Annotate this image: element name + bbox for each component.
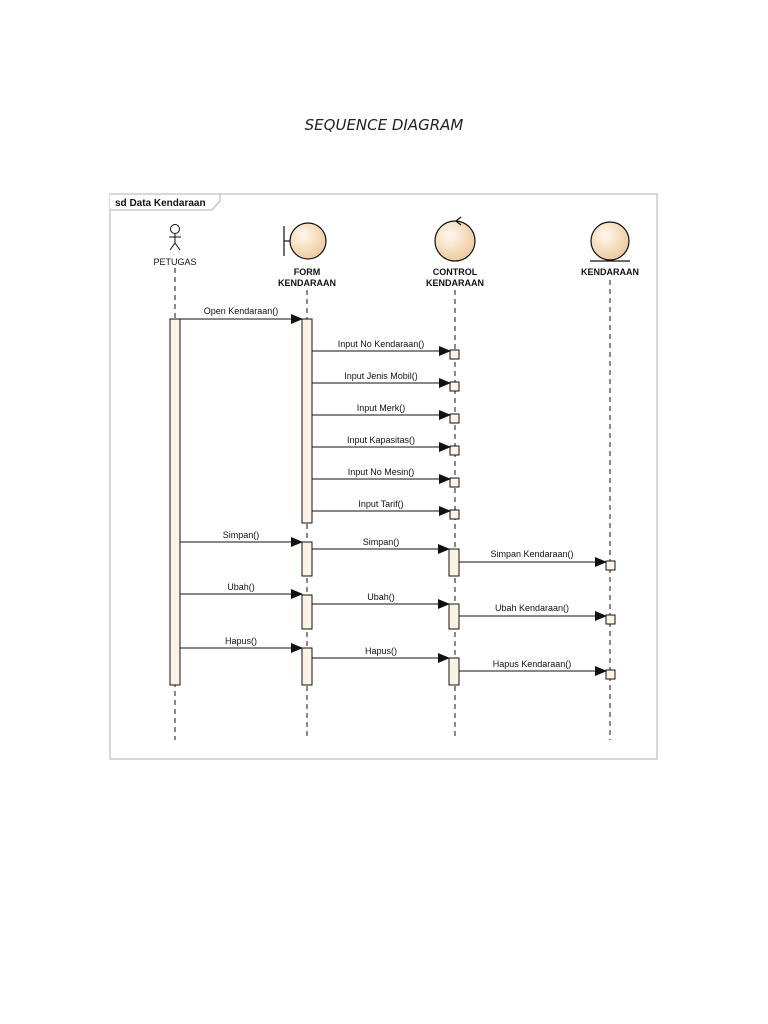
exec-box-entity-1 [605,560,616,571]
message-open-kendaraan: Open Kendaraan() [180,306,303,324]
activation-form-simpan [301,541,313,577]
activation-control-simpan [448,548,460,577]
message-hapus-form: Hapus() [312,646,450,663]
message-label: Hapus() [225,636,257,646]
message-label: Hapus Kendaraan() [493,659,572,669]
actor-icon [169,224,181,251]
message-label: Ubah() [227,582,255,592]
message-hapus-petugas: Hapus() [180,636,303,653]
activation-control-ubah [448,603,460,630]
message-label: Ubah() [367,592,395,602]
participant-label-entity: KENDARAAN [581,267,639,277]
message-ubah-kendaraan: Ubah Kendaraan() [459,603,607,621]
message-label: Simpan Kendaraan() [490,549,573,559]
control-icon [434,216,476,262]
message-label: Input Jenis Mobil() [344,371,418,381]
exec-box-control-6 [449,509,460,520]
participant-label-control-line1: CONTROL [433,267,478,277]
exec-box-control-3 [449,413,460,424]
message-label: Input Merk() [357,403,406,413]
message-input-merk: Input Merk() [312,403,451,420]
message-input-kapasitas: Input Kapasitas() [312,435,451,452]
exec-box-control-4 [449,445,460,456]
message-ubah-form: Ubah() [312,592,450,609]
message-label: Input No Mesin() [348,467,415,477]
message-simpan-petugas: Simpan() [180,530,303,547]
exec-box-control-1 [449,349,460,360]
activation-petugas [169,318,181,686]
message-input-jenis-mobil: Input Jenis Mobil() [312,371,451,388]
frame-label-tab [110,193,221,211]
message-label: Open Kendaraan() [204,306,279,316]
activation-control-hapus [448,657,460,686]
exec-box-entity-2 [605,614,616,625]
frame-label: sd Data Kendaraan [115,198,206,209]
message-label: Simpan() [223,530,260,540]
participant-label-form-line1: FORM [294,267,321,277]
exec-box-control-5 [449,477,460,488]
diagram-frame [109,193,658,760]
message-input-no-mesin: Input No Mesin() [312,467,451,484]
message-label: Input Kapasitas() [347,435,415,445]
participant-label-control-line2: KENDARAAN [426,278,484,288]
entity-icon [590,221,630,262]
exec-box-entity-3 [605,669,616,680]
document-title: SEQUENCE DIAGRAM [304,116,464,134]
message-label: Hapus() [365,646,397,656]
message-simpan-form: Simpan() [312,537,450,554]
message-hapus-kendaraan: Hapus Kendaraan() [459,659,607,676]
message-label: Simpan() [363,537,400,547]
exec-box-control-2 [449,381,460,392]
activation-form-input [301,318,313,524]
participant-label-petugas: PETUGAS [153,257,196,267]
message-ubah-petugas: Ubah() [180,582,303,599]
boundary-icon [283,222,327,260]
message-input-no-kendaraan: Input No Kendaraan() [312,339,451,356]
message-label: Ubah Kendaraan() [495,603,569,613]
message-simpan-kendaraan: Simpan Kendaraan() [459,549,607,567]
activation-form-ubah [301,594,313,630]
message-input-tarif: Input Tarif() [312,499,451,516]
activation-form-hapus [301,647,313,686]
message-label: Input Tarif() [358,499,403,509]
participant-label-form-line2: KENDARAAN [278,278,336,288]
message-label: Input No Kendaraan() [338,339,425,349]
